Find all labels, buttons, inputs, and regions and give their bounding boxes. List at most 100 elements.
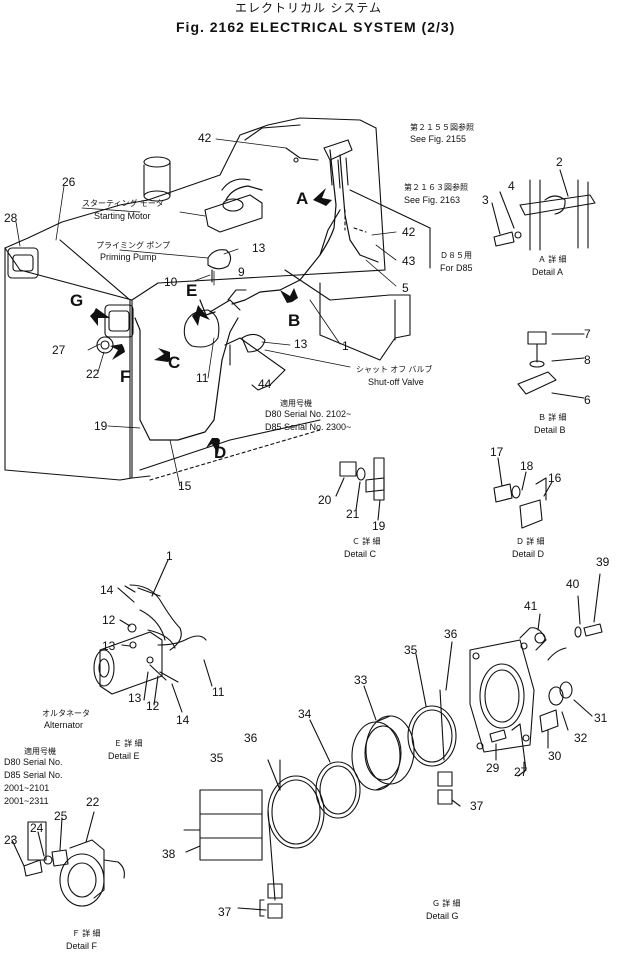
detail-f-drawing [11, 811, 125, 907]
callout-17: 17 [490, 445, 504, 459]
callout-42-top: 42 [198, 131, 212, 145]
callout-29: 29 [486, 761, 500, 775]
callout-37-right: 37 [470, 799, 484, 813]
note-see2155-jp: 第２１５５図参照 [410, 123, 474, 132]
detail-e-drawing [93, 559, 213, 713]
view-letter-e: E [186, 281, 198, 300]
callout-4: 4 [508, 179, 515, 193]
note-for-d85-jp: Ｄ８５用 [440, 251, 472, 260]
callout-22-main: 22 [86, 367, 100, 381]
callout-40: 40 [566, 577, 580, 591]
leader-lines-main [15, 138, 397, 487]
note-serial2-range1: 2001~2101 [4, 783, 50, 793]
callout-35-right: 35 [404, 643, 418, 657]
callout-9: 9 [238, 265, 245, 279]
callout-34: 34 [298, 707, 312, 721]
callout-19-detail: 19 [372, 519, 386, 533]
callout-38: 38 [162, 847, 176, 861]
detail-g-caption-jp: Ｇ 詳 細 [432, 899, 461, 908]
callout-1-alt: 1 [166, 549, 173, 563]
note-serial2-jp: 適用号機 [24, 747, 56, 756]
note-see2163-jp: 第２１６３図参照 [404, 183, 468, 192]
note-serial2-range2: 2001~2311 [4, 796, 49, 806]
note-see2155-en: See Fig. 2155 [410, 134, 467, 144]
callout-18: 18 [520, 459, 534, 473]
callout-16: 16 [548, 471, 562, 485]
callout-44: 44 [258, 377, 272, 391]
callout-21: 21 [346, 507, 360, 521]
callout-2: 2 [556, 155, 563, 169]
note-alternator-jp: オルタネータ [42, 709, 90, 718]
wiring-harness [134, 149, 379, 441]
callout-27-detail: 27 [514, 765, 528, 779]
starting-motor [204, 178, 263, 233]
callout-12-upper: 12 [102, 613, 116, 627]
callout-3: 3 [482, 193, 489, 207]
group-bracket [349, 189, 431, 269]
callout-13-upper: 13 [102, 639, 116, 653]
callout-24: 24 [30, 821, 44, 835]
detail-f-caption-en: Detail F [66, 941, 98, 951]
callout-37-left: 37 [218, 905, 232, 919]
callout-14-upper: 14 [100, 583, 114, 597]
note-alternator-en: Alternator [44, 720, 84, 730]
view-arrows [90, 188, 332, 454]
detail-c-drawing [335, 457, 385, 521]
detail-g-caption-en: Detail G [426, 911, 459, 921]
callout-27-main: 27 [52, 343, 66, 357]
note-see2163-en: See Fig. 2163 [404, 195, 461, 205]
callout-1-main: 1 [342, 339, 349, 353]
callout-5: 5 [402, 281, 409, 295]
callout-7: 7 [584, 327, 591, 341]
callout-13-lower: 13 [128, 691, 142, 705]
note-serial2-d85: D85 Serial No. [4, 770, 63, 780]
callout-19-main: 19 [94, 419, 108, 433]
callout-42-right: 42 [402, 225, 416, 239]
callout-23: 23 [4, 833, 18, 847]
detail-d-drawing [493, 457, 553, 529]
callout-14-lower: 14 [176, 713, 190, 727]
view-letter-a: A [296, 189, 309, 208]
note-starting-motor-en: Starting Motor [94, 211, 151, 221]
callout-31: 31 [594, 711, 608, 725]
note-shutoff-en: Shut-off Valve [368, 377, 424, 387]
note-priming-pump-jp: プライミング ポンプ [96, 241, 170, 250]
detail-b-caption-en: Detail B [534, 425, 566, 435]
view-letter-g: G [70, 291, 84, 310]
detail-c-caption-en: Detail C [344, 549, 377, 559]
callout-30: 30 [548, 749, 562, 763]
detail-d-caption-en: Detail D [512, 549, 545, 559]
callout-13-valve: 13 [294, 337, 308, 351]
detail-c-caption-jp: Ｃ 詳 細 [352, 537, 381, 546]
detail-b-caption-jp: Ｂ 詳 細 [538, 413, 567, 422]
callout-13-pump: 13 [252, 241, 266, 255]
note-shutoff-jp: シャット オフ バルブ [356, 365, 433, 374]
callout-33: 33 [354, 673, 368, 687]
callout-35-left: 35 [210, 751, 224, 765]
callout-32: 32 [574, 731, 588, 745]
callout-36-left: 36 [244, 731, 258, 745]
note-starting-motor-jp: スターティング モータ [82, 199, 164, 208]
detail-g-drawing [183, 573, 603, 919]
detail-f-caption-jp: Ｆ 詳 細 [72, 929, 101, 938]
bracket-44 [224, 337, 286, 391]
radiator-panel [7, 247, 134, 354]
note-serial-jp: 適用号機 [280, 399, 312, 408]
detail-a-caption-en: Detail A [532, 267, 564, 277]
shutoff-valve [241, 333, 266, 353]
callout-6: 6 [584, 393, 591, 407]
view-letter-c: C [168, 353, 181, 372]
callout-12-lower: 12 [146, 699, 160, 713]
title-japanese: エレクトリカル システム [235, 1, 382, 15]
priming-pump [207, 249, 232, 283]
callout-26: 26 [62, 175, 76, 189]
detail-e-caption-en: Detail E [108, 751, 140, 761]
note-for-d85-en: For D85 [440, 263, 473, 273]
connector-cluster-a [285, 139, 353, 189]
detail-d-caption-jp: Ｄ 詳 細 [516, 537, 545, 546]
callout-22-detail: 22 [86, 795, 100, 809]
callout-10: 10 [164, 275, 178, 289]
detail-b-drawing [517, 331, 585, 399]
note-priming-pump-en: Priming Pump [100, 252, 157, 262]
